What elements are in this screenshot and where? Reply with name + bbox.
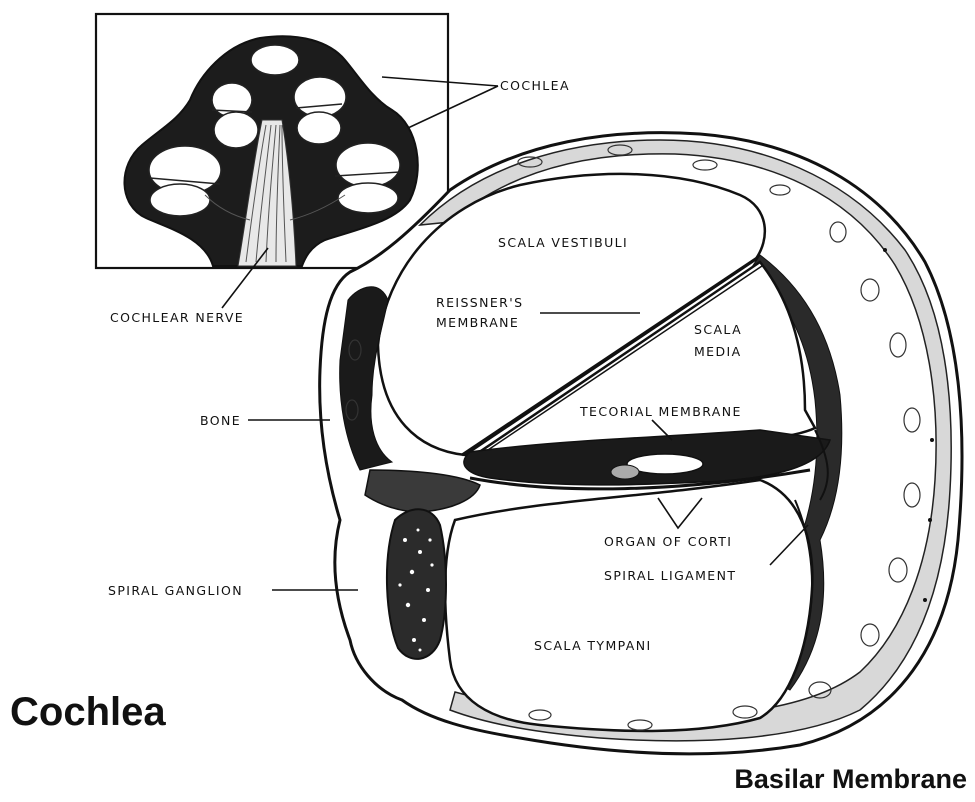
label-reissners-line1: REISSNER'S	[436, 295, 523, 310]
title: Cochlea	[10, 690, 166, 735]
label-cochlear-nerve: COCHLEAR NERVE	[110, 310, 244, 325]
label-scala-tympani: SCALA TYMPANI	[534, 638, 652, 653]
inset-cochlea-section	[96, 14, 448, 268]
subtitle: Basilar Membrane	[734, 764, 967, 795]
main-cross-section	[320, 133, 962, 754]
label-bone: BONE	[200, 413, 241, 428]
label-reissners-line2: MEMBRANE	[436, 315, 519, 330]
label-organ-of-corti: ORGAN OF CORTI	[604, 534, 732, 549]
label-scala-vestibuli: SCALA VESTIBULI	[498, 235, 628, 250]
label-cochlea: COCHLEA	[500, 78, 570, 93]
label-spiral-ligament: SPIRAL LIGAMENT	[604, 568, 736, 583]
label-scala-media-line1: SCALA	[694, 322, 742, 337]
label-scala-media-line2: MEDIA	[694, 344, 742, 359]
label-spiral-ganglion: SPIRAL GANGLION	[108, 583, 243, 598]
label-tectorial-membrane: TECORIAL MEMBRANE	[579, 404, 742, 419]
